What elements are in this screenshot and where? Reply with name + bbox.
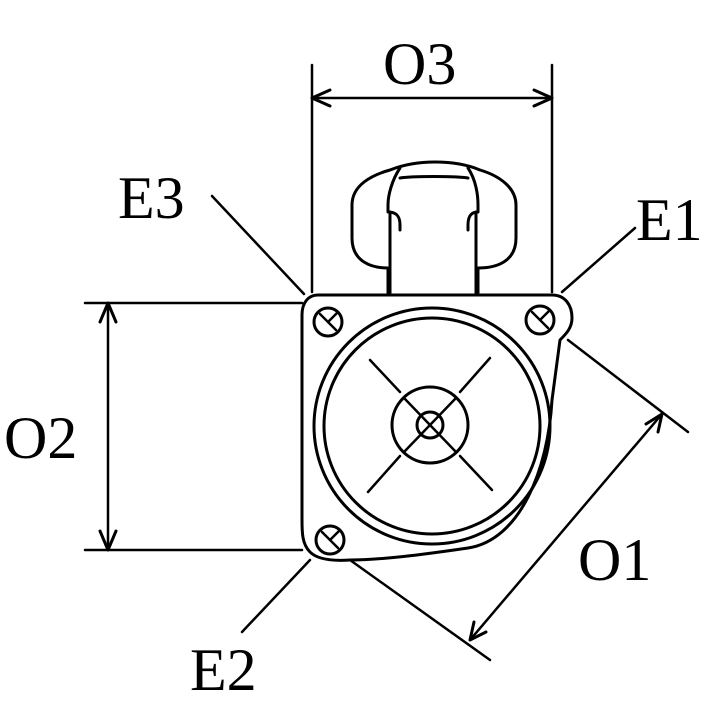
housing-outer-circle (312, 306, 552, 546)
shaft-hole (415, 410, 445, 440)
o1-dimension (348, 338, 690, 662)
label-o1: O1 (578, 527, 651, 593)
terminal-stem (388, 175, 478, 295)
terminal-inner-outline (386, 166, 480, 232)
label-o2: O2 (4, 405, 77, 471)
housing-inner-circle (322, 316, 542, 536)
center-lines (366, 356, 494, 494)
o3-dimension (310, 63, 554, 294)
terminal-outer-outline (350, 160, 518, 295)
mounting-hole-bottom-left (314, 524, 346, 556)
e1-leader (560, 226, 637, 294)
mounting-flange (300, 293, 574, 562)
label-e1: E1 (636, 187, 703, 253)
mounting-hole-top-right (524, 304, 556, 336)
label-e3: E3 (118, 165, 185, 231)
e2-leader (240, 558, 312, 634)
label-e2: E2 (190, 637, 257, 703)
mounting-hole-top-left (312, 306, 344, 338)
shaft-boss (390, 385, 470, 465)
label-o3: O3 (383, 31, 456, 97)
o2-dimension (83, 301, 304, 552)
e3-leader (210, 194, 306, 296)
solenoid-terminal (350, 160, 518, 295)
